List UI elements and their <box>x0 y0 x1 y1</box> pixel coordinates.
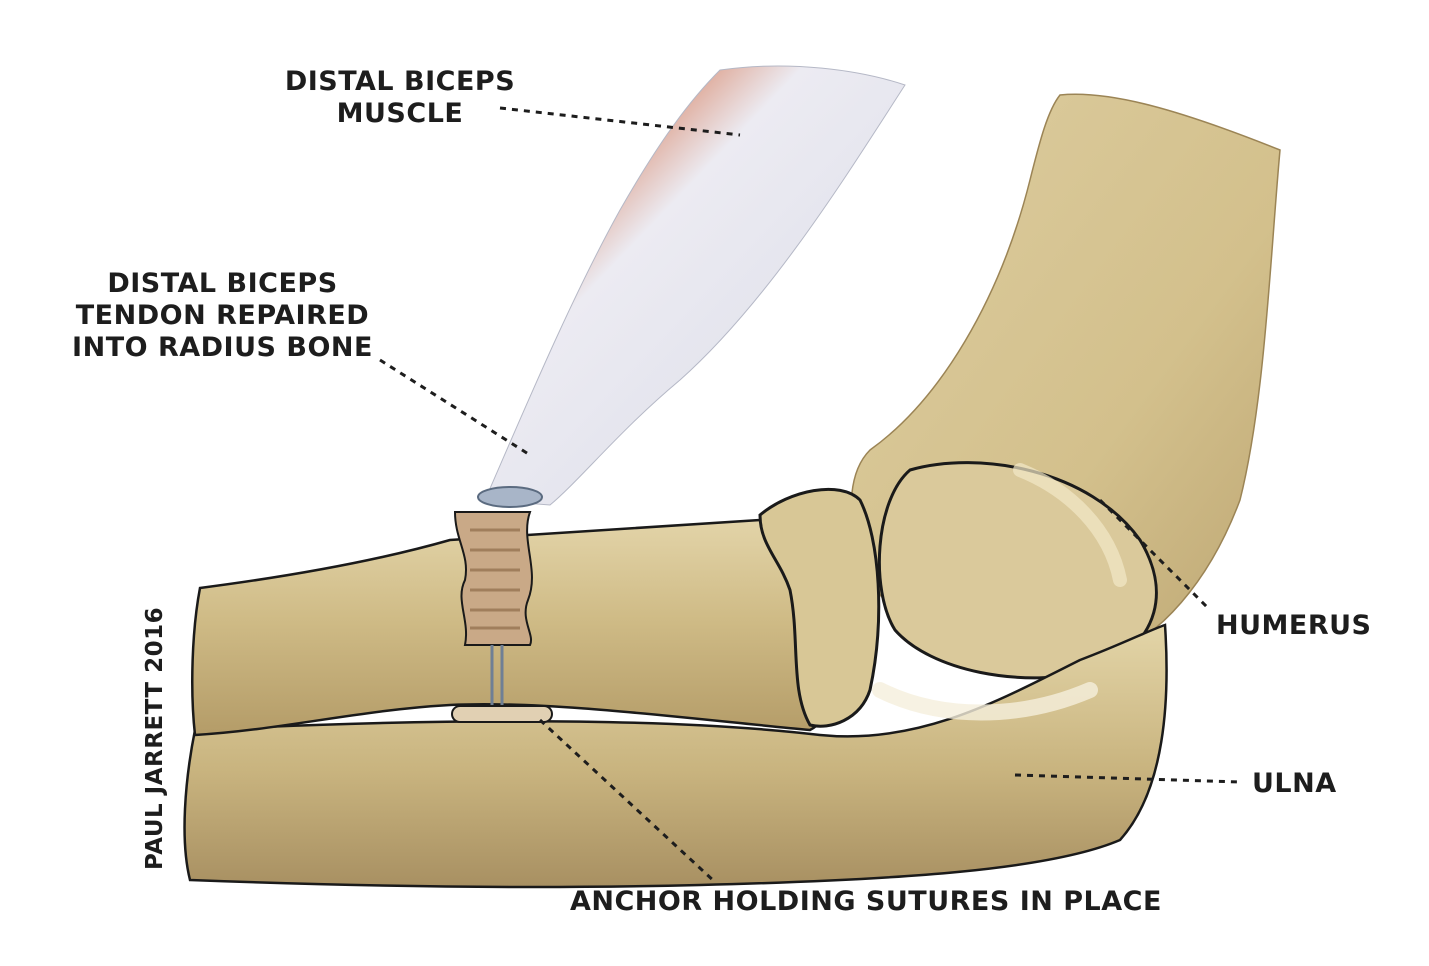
leader-anchor <box>538 718 717 884</box>
label-tendon-line-2: TENDON REPAIRED <box>75 300 370 331</box>
tunnel-threads <box>470 528 520 630</box>
ulna-bone <box>183 623 1168 889</box>
ulna-highlight <box>872 682 1098 721</box>
label-tendon-line-3: INTO RADIUS BONE <box>72 332 373 363</box>
artist-credit: PAUL JARRETT 2016 <box>142 606 168 870</box>
bone-tunnel <box>453 511 533 646</box>
label-muscle-line-1: DISTAL BICEPS <box>284 66 516 97</box>
anchor-button <box>451 705 553 723</box>
label-tendon-line-1: DISTAL BICEPS <box>107 268 338 299</box>
label-humerus: HUMERUS <box>1216 610 1372 641</box>
biceps-tendon <box>484 65 906 506</box>
tendon-suture-knot <box>477 486 543 508</box>
sutures <box>490 645 504 705</box>
leader-tendon <box>379 358 531 457</box>
leader-lines <box>379 106 1241 884</box>
label-anchor: ANCHOR HOLDING SUTURES IN PLACE <box>570 886 1162 917</box>
label-distal-biceps-muscle: DISTAL BICEPS MUSCLE <box>280 66 520 130</box>
leader-muscle <box>499 106 741 137</box>
radial-head <box>758 487 881 728</box>
leader-ulna <box>1014 773 1241 784</box>
label-muscle-line-2: MUSCLE <box>336 98 464 129</box>
humerus-highlight <box>1013 463 1127 587</box>
label-ulna: ULNA <box>1252 768 1337 799</box>
label-tendon-repaired: DISTAL BICEPS TENDON REPAIRED INTO RADIU… <box>60 268 385 364</box>
leader-humerus <box>1098 498 1212 612</box>
